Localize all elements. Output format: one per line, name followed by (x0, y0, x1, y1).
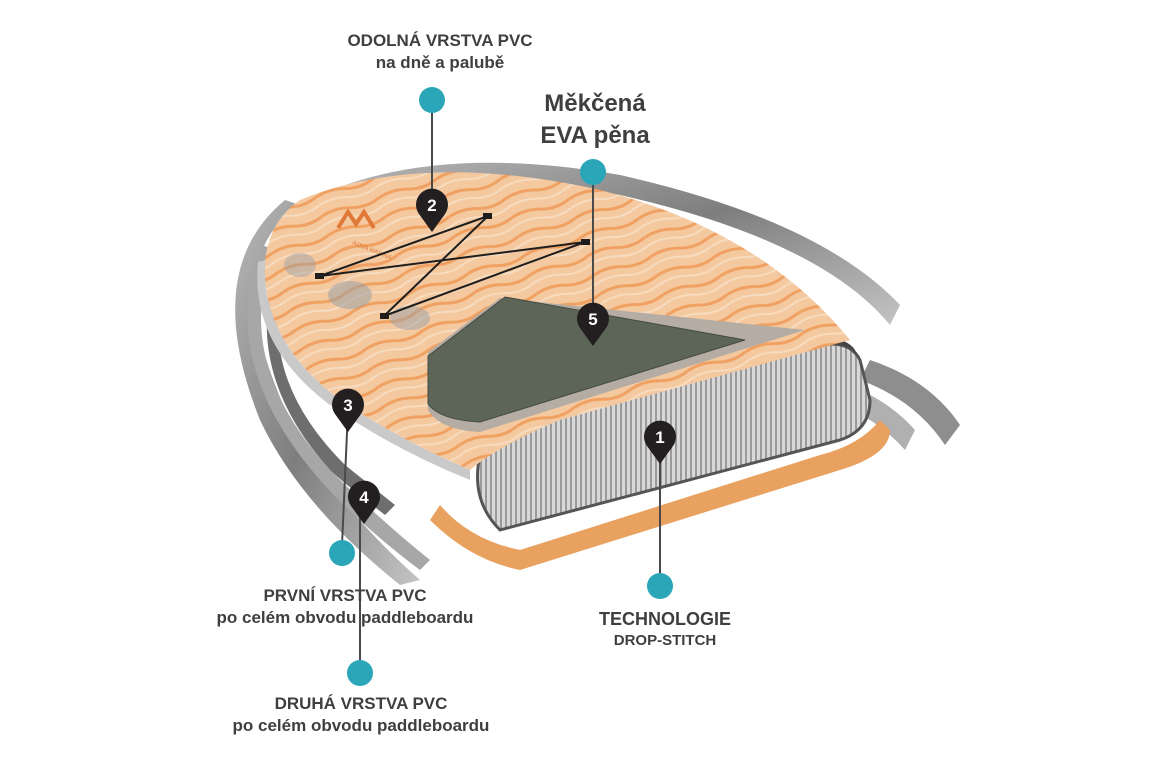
marker-pin-3-icon: 3 (332, 388, 364, 432)
svg-text:1: 1 (655, 428, 664, 447)
callout-dot-druha (347, 660, 373, 686)
callout-dot-tech (647, 573, 673, 599)
label-odolna-subtitle: na dně a palubě (375, 53, 505, 73)
label-druha-vrstva: DRUHÁ VRSTVA PVC po celém obvodu paddleb… (176, 693, 546, 737)
label-technologie: TECHNOLOGIE DROP-STITCH (550, 608, 780, 651)
label-odolna-title: ODOLNÁ VRSTVA PVC (347, 31, 533, 50)
label-eva-line2: EVA pěna (540, 122, 650, 150)
label-odolna-vrstva: ODOLNÁ VRSTVA PVC na dně a palubě (290, 30, 590, 74)
callout-dot-eva (580, 159, 606, 185)
rail-strip-right-1 (860, 360, 960, 445)
callout-dot-prvni (329, 540, 355, 566)
outer-rail-top (300, 162, 900, 325)
svg-text:2: 2 (427, 196, 436, 215)
label-prvni-vrstva: PRVNÍ VRSTVA PVC po celém obvodu paddleb… (160, 585, 530, 629)
marker-pin-1-icon: 1 (644, 420, 676, 464)
label-druha-subtitle: po celém obvodu paddleboardu (232, 716, 490, 736)
svg-text:3: 3 (343, 396, 352, 415)
label-tech-subtitle: DROP-STITCH (613, 632, 717, 650)
label-druha-title: DRUHÁ VRSTVA PVC (274, 694, 448, 713)
deck-side (257, 260, 470, 480)
svg-text:5: 5 (588, 310, 597, 329)
marker-pin-4-icon: 4 (348, 480, 380, 524)
label-prvni-title: PRVNÍ VRSTVA PVC (263, 586, 427, 605)
marker-pin-2-icon: 2 (416, 188, 448, 232)
label-tech-title: TECHNOLOGIE (598, 609, 731, 629)
label-prvni-subtitle: po celém obvodu paddleboardu (216, 608, 474, 628)
label-eva-line1: Měkčená (544, 90, 646, 117)
svg-text:4: 4 (359, 488, 369, 507)
marker-pin-5-icon: 5 (577, 302, 609, 346)
label-eva-pena: Měkčená EVA pěna (490, 88, 700, 153)
bungee-cords (319, 215, 586, 317)
eva-pad-top (427, 296, 746, 423)
callout-dot-odolna (419, 87, 445, 113)
